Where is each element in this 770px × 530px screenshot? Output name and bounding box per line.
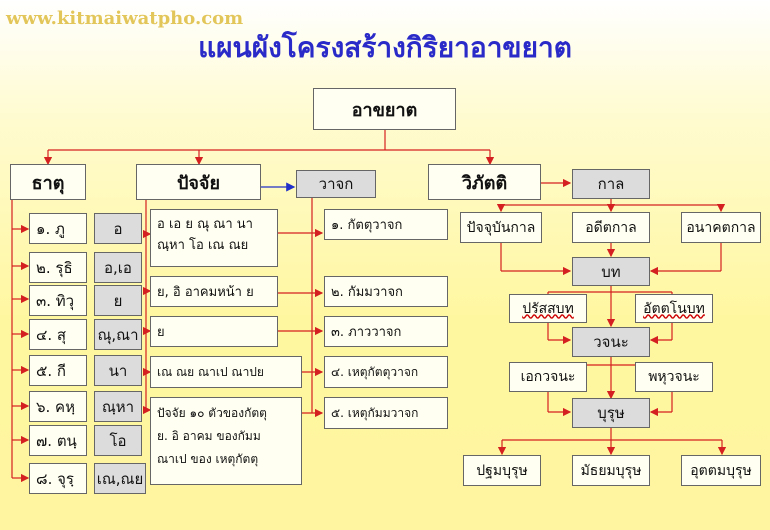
paccaya-line: ย. อิ อาคม ของกัมม (157, 428, 261, 443)
dhatu-item: ๒. รุธิ (29, 252, 87, 283)
bot-node: บท (572, 257, 650, 286)
watermark: www.kitmaiwatpho.com (6, 8, 244, 29)
vikarana-item: ณฺหา (94, 391, 142, 422)
vikarana-item: ย (94, 285, 142, 316)
dhatu-item: ๕. กี (29, 355, 87, 386)
tense-present: ปัจจุบันกาล (460, 212, 542, 243)
paccaya-group-3: ย (150, 316, 278, 347)
paccaya-heading: ปัจจัย (136, 164, 261, 200)
dhatu-item: ๗. ตนฺ (29, 425, 87, 456)
bot-attano-label: อัตตโนบท (643, 300, 705, 317)
purisa-majjhima: มัธยมบุรุษ (572, 455, 650, 486)
purisa-node: บุรุษ (572, 398, 650, 428)
dhatu-item: ๔. สุ (29, 319, 87, 350)
paccaya-line: อ เอ ย ณุ ณา นา (157, 217, 253, 232)
vacaka-item: ๓. ภาววาจก (324, 316, 448, 347)
tense-past: อดีตกาล (572, 212, 650, 243)
vikarana-item: นา (94, 355, 142, 386)
page-title: แผนผังโครงสร้างกิริยาอาขยาต (198, 31, 572, 64)
paccaya-line: ณาเป ของ เหตุกัตตุ (157, 451, 259, 466)
bot-parassa-label: ปรัสสบท (522, 300, 574, 317)
dhatu-item: ๘. จุรฺ (29, 463, 87, 494)
dhatu-heading: ธาตุ (10, 164, 86, 200)
paccaya-group-5: ปัจจัย ๑๐ ตัวของกัตตุ ย. อิ อาคม ของกัมม… (150, 397, 302, 485)
vacaka-heading: วาจก (296, 170, 376, 198)
purisa-uttama: อุตตมบุรุษ (681, 455, 761, 486)
kala-node: กาล (572, 169, 650, 199)
vacana-bahu: พหุวจนะ (635, 362, 713, 392)
vacana-eka: เอกวจนะ (509, 362, 587, 392)
paccaya-line: ปัจจัย ๑๐ ตัวของกัตตุ (157, 406, 267, 420)
paccaya-group-4: เณ ณย ณาเป ณาปย (150, 356, 302, 388)
vikarana-item: ณุ,ณา (94, 319, 142, 350)
bot-parassa: ปรัสสบท (509, 294, 587, 323)
tense-future: อนาคตกาล (681, 212, 761, 243)
vacaka-item: ๕. เหตุกัมมวาจก (324, 397, 448, 429)
dhatu-item: ๓. ทิวุ (29, 285, 87, 316)
vacana-node: วจนะ (572, 327, 650, 357)
paccaya-group-2: ย, อิ อาคมหน้า ย (150, 276, 278, 307)
vikarana-item: เณ,ณย (94, 463, 146, 494)
paccaya-line: ณฺหา โอ เณ ณย (157, 238, 249, 254)
paccaya-group-1: อ เอ ย ณุ ณา นา ณฺหา โอ เณ ณย (150, 209, 278, 267)
vacaka-item: ๔. เหตุกัตตุวาจก (324, 356, 448, 388)
vikarana-item: อ (94, 213, 142, 244)
root-node: อาขยาต (313, 88, 456, 130)
bot-attano: อัตตโนบท (635, 294, 713, 323)
vacaka-item: ๒. กัมมวาจก (324, 276, 448, 307)
vacaka-item: ๑. กัตตุวาจก (324, 209, 448, 240)
vikarana-item: โอ (94, 425, 142, 456)
dhatu-item: ๖. คหฺ (29, 391, 87, 422)
vibhatti-heading: วิภัตติ (428, 164, 541, 200)
vikarana-item: อ,เอ (94, 252, 142, 283)
purisa-pathama: ปฐมบุรุษ (463, 455, 541, 486)
dhatu-item: ๑. ภู (29, 213, 87, 244)
